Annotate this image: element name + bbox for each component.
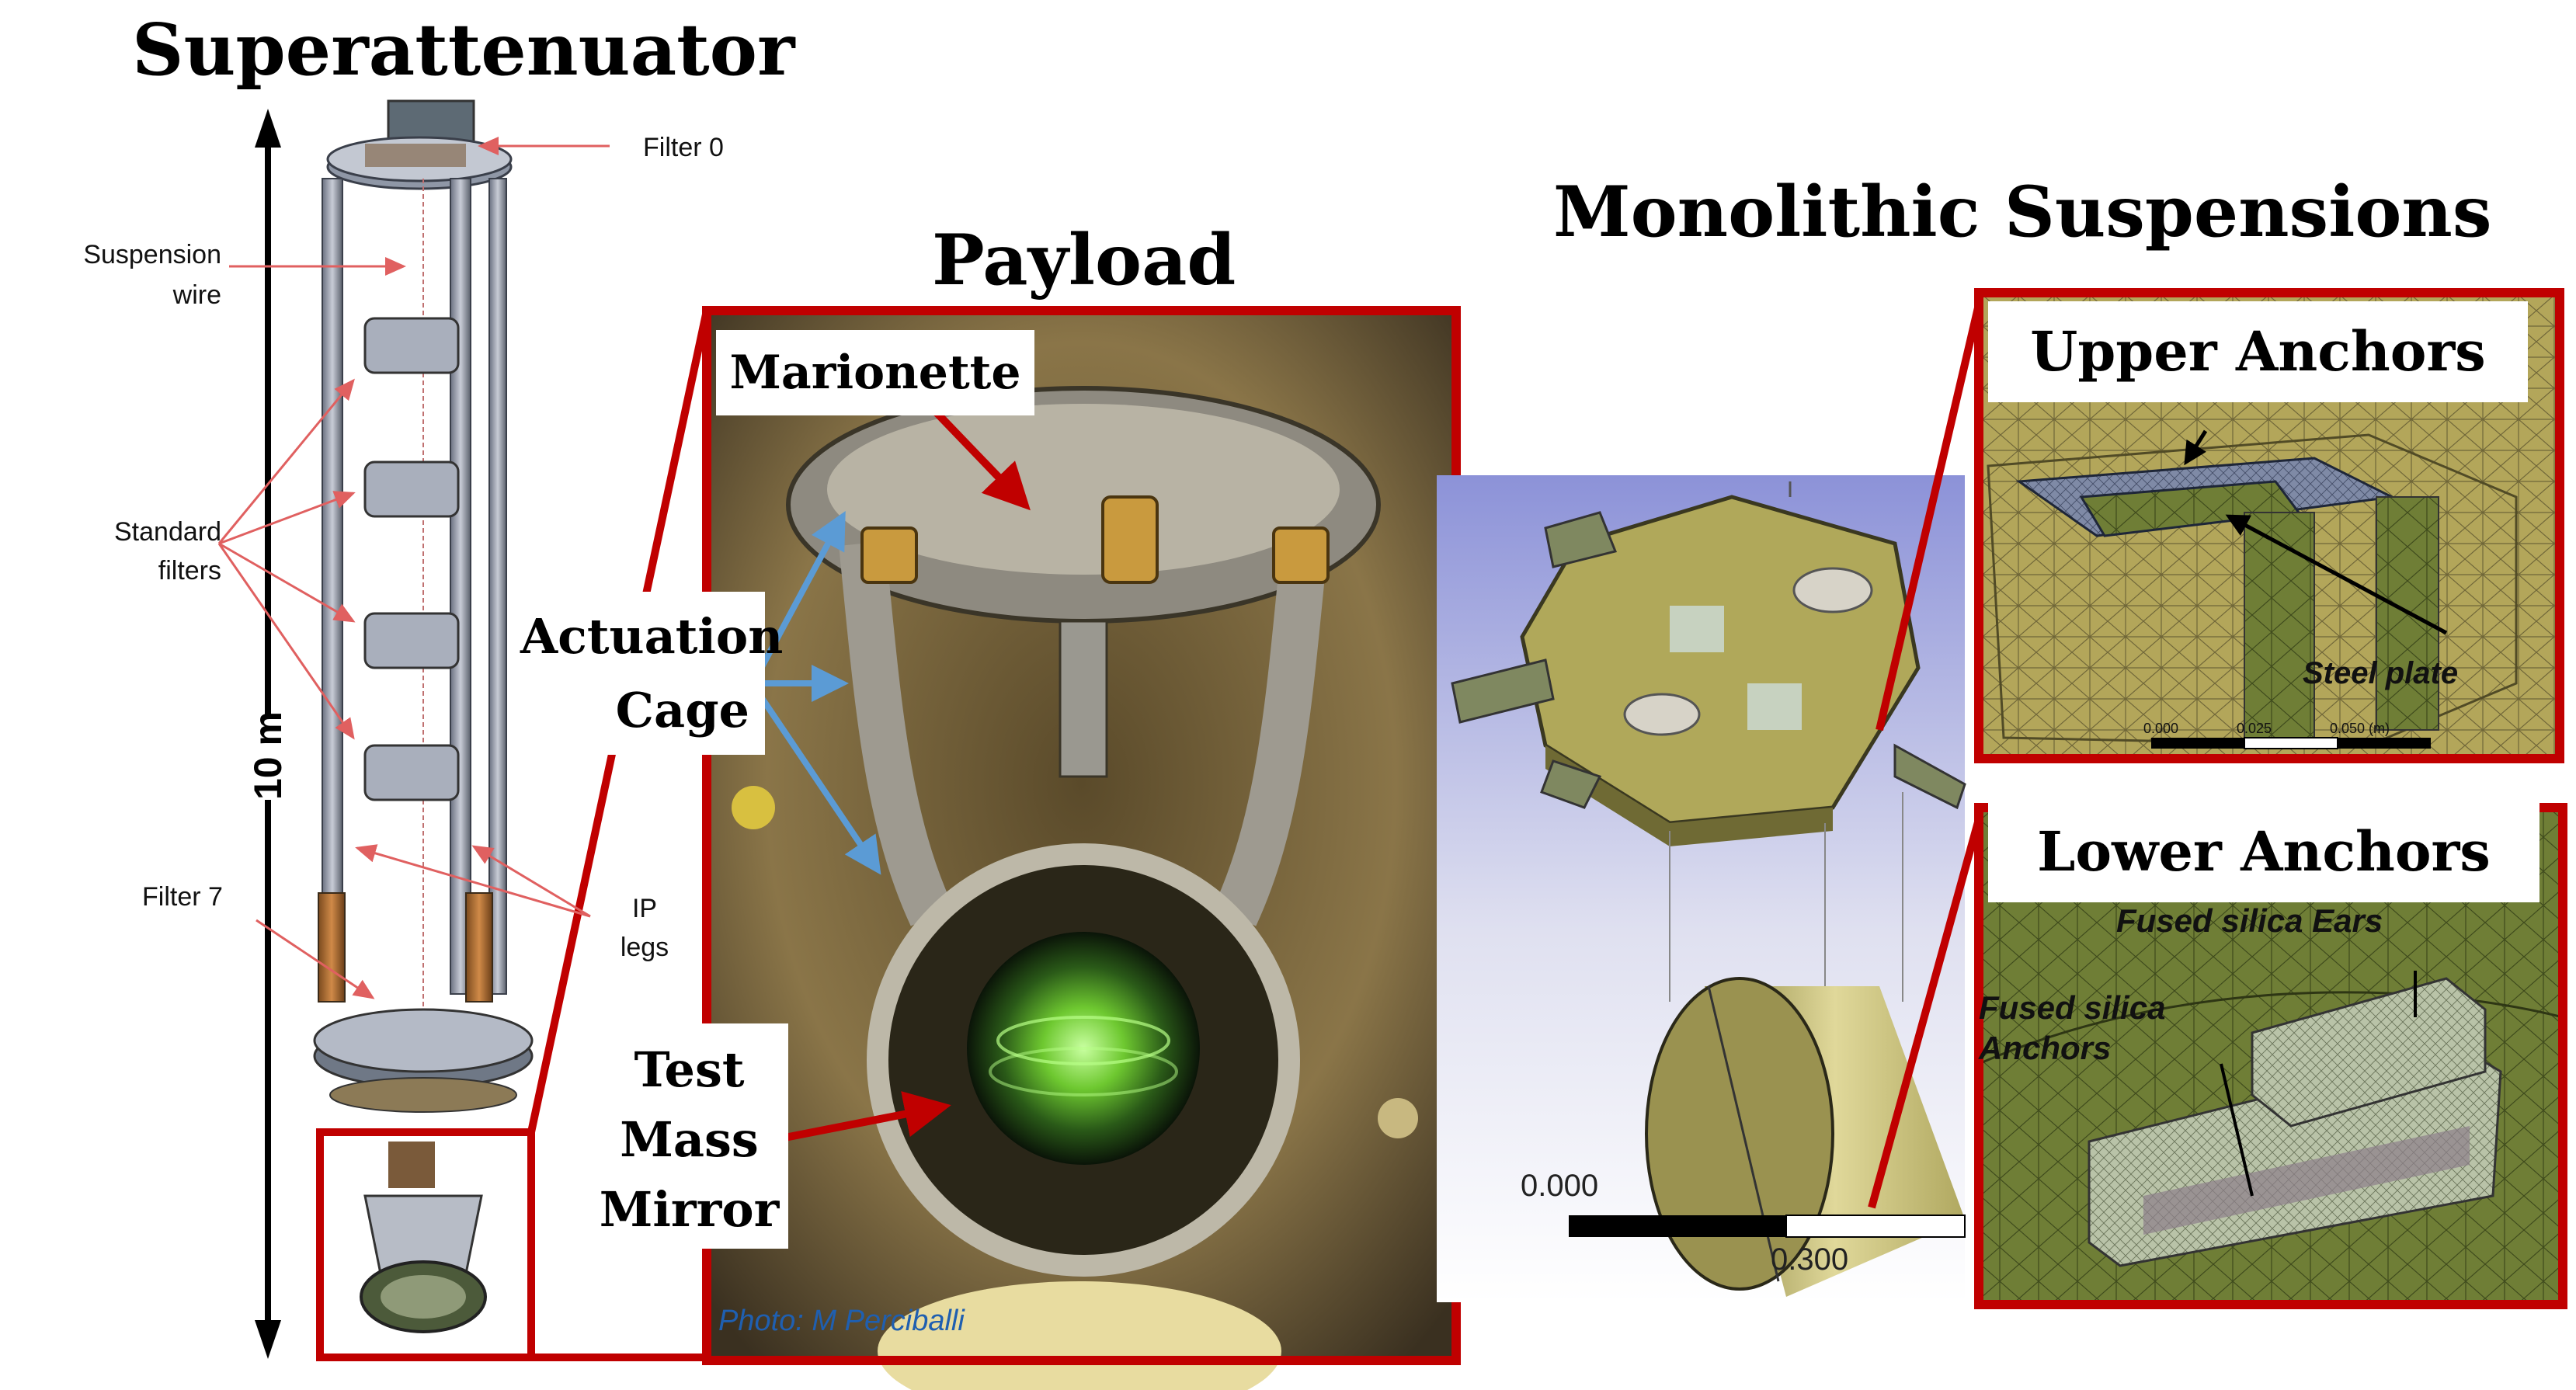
height-label-wrap: 10 m: [225, 711, 311, 800]
payload-title: Payload: [932, 219, 1236, 301]
filter-0-label: Filter 0: [617, 123, 749, 172]
superattenuator-drawing: [217, 99, 711, 1361]
ip-legs-label-line2: legs: [620, 933, 669, 962]
photo-credit: Photo: M Perciballi: [718, 1305, 965, 1337]
fused-silica-anchors-line1: Fused silica: [1979, 989, 2166, 1026]
test-mass-mirror-line1: Test: [634, 1041, 745, 1098]
monolithic-sim: [1437, 303, 1983, 1302]
standard-filters-label: Standard filters: [31, 513, 221, 590]
fused-silica-anchors-label: Fused silica Anchors: [1979, 988, 2165, 1069]
marionette-label: Marionette: [716, 330, 1034, 415]
upper-scale-b: 0.025: [2237, 721, 2272, 736]
steel-plate-label: Steel plate: [2303, 656, 2459, 690]
lower-anchors-inset: [1974, 803, 2567, 1309]
actuation-cage-label-line1: Actuation: [520, 608, 784, 665]
upper-scale-a: 0.000: [2143, 721, 2179, 736]
ip-legs-label: IP legs: [602, 889, 687, 967]
upper-anchors-header: Upper Anchors: [1988, 301, 2528, 402]
upper-scale-c: 0.050 (m): [2330, 721, 2390, 736]
suspension-wire-label-line2: wire: [172, 280, 221, 310]
superattenuator-title: Superattenuator: [132, 8, 795, 92]
upper-anchors-frame: [1974, 288, 2564, 763]
suspension-wire-label: Suspension wire: [31, 235, 221, 315]
standard-filters-label-line2: filters: [158, 556, 221, 586]
filter-7-label: Filter 7: [109, 874, 256, 920]
sim-scale-end: 0.300: [1771, 1242, 1849, 1277]
payload-photo: [702, 306, 1461, 1390]
height-label: 10 m: [225, 711, 311, 800]
standard-filters-label-line1: Standard: [114, 517, 221, 547]
lower-anchors-header: Lower Anchors: [1988, 801, 2539, 902]
test-mass-mirror-label: Test Mass Mirror: [590, 1023, 788, 1249]
ip-legs-label-line1: IP: [631, 894, 658, 923]
test-mass-mirror-line3: Mirror: [599, 1181, 780, 1238]
sim-scale-zero: 0.000: [1521, 1169, 1599, 1203]
fused-silica-anchors-line2: Anchors: [1979, 1030, 2112, 1066]
height-arrow-bottom-head: [255, 1320, 281, 1359]
suspension-wire-label-line1: Suspension: [83, 240, 221, 269]
monolithic-suspensions-title: Monolithic Suspensions: [1553, 171, 2492, 253]
fused-silica-ears-label: Fused silica Ears: [2116, 902, 2383, 939]
actuation-cage-label-line2: Cage: [615, 682, 749, 738]
height-arrow-top-head: [255, 109, 281, 148]
test-mass-mirror-line2: Mass: [620, 1111, 759, 1168]
actuation-cage-label: Actuation Cage: [509, 592, 784, 755]
